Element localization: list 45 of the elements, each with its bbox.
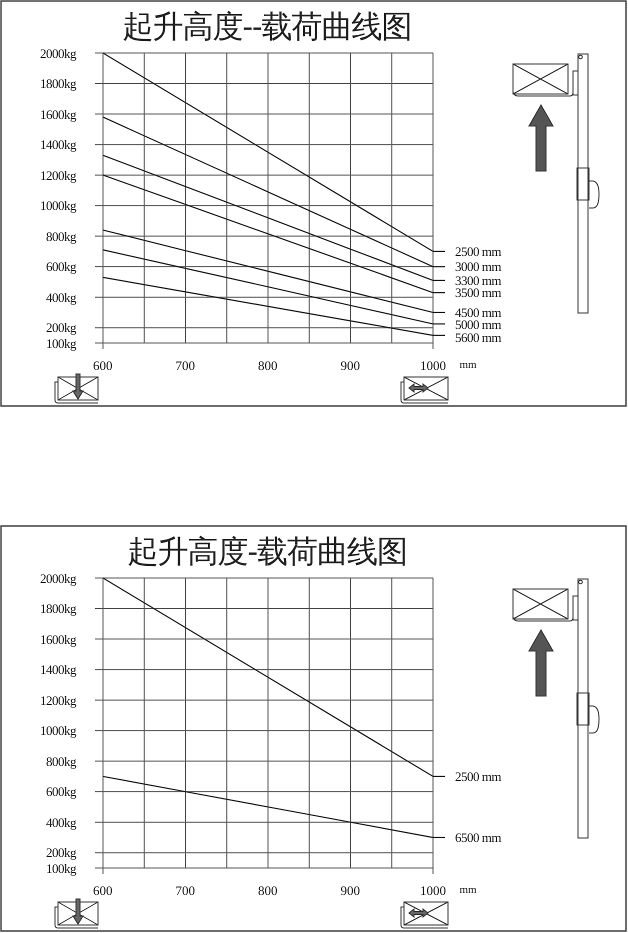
axis-tick-label: 1600kg	[40, 108, 76, 121]
axis-tick-label: 800kg	[46, 754, 76, 768]
axis-tick-label: 2000kg	[40, 46, 76, 60]
axis-tick-label: 1000kg	[40, 199, 76, 212]
axis-tick-label: 1800kg	[40, 77, 76, 90]
axis-tick-label: 100kg	[46, 862, 76, 874]
axis-tick-label: 700	[176, 358, 195, 372]
axis-tick-label: 600kg	[46, 260, 76, 274]
axis-tick-label: 1400kg	[40, 138, 76, 152]
series-label: 6500 mm	[455, 830, 501, 844]
series-label: 2500 mm	[455, 244, 501, 258]
axis-tick-label: 800kg	[46, 230, 76, 243]
chart-title: 起升高度-载荷曲线图	[128, 536, 407, 568]
series-label: 2500 mm	[455, 770, 501, 783]
axis-tick-label: 800	[258, 358, 278, 372]
axis-tick-label: 200kg	[46, 321, 76, 334]
axis-tick-label: 2000kg	[40, 572, 76, 584]
axis-tick-label: 1000kg	[40, 724, 76, 738]
axis-tick-label: 1800kg	[40, 602, 76, 616]
axis-tick-label: 900	[340, 884, 360, 896]
axis-tick-label: 900	[340, 358, 360, 372]
axis-unit-label: mm	[460, 360, 477, 370]
axis-tick-label: 700	[176, 884, 195, 896]
axis-tick-label: 1600kg	[40, 632, 76, 646]
axis-tick-label: 1000	[420, 884, 446, 896]
series-label: 3300 mm	[455, 274, 501, 287]
axis-tick-label: 600kg	[46, 785, 76, 798]
axis-unit-label: mm	[460, 884, 477, 896]
axis-tick-label: 1200kg	[40, 168, 76, 182]
axis-tick-label: 200kg	[46, 846, 76, 860]
axis-tick-label: 600	[93, 358, 112, 372]
axis-tick-label: 800	[258, 884, 278, 896]
series-label: 4500 mm	[455, 306, 501, 319]
axis-tick-label: 1400kg	[40, 663, 76, 676]
axis-tick-label: 400kg	[46, 290, 76, 304]
series-label: 5000 mm	[455, 318, 501, 332]
series-label: 3500 mm	[455, 286, 501, 300]
axis-tick-label: 1200kg	[40, 694, 76, 707]
axis-tick-label: 1000	[420, 358, 446, 372]
chart-title: 起升高度--载荷曲线图	[122, 12, 412, 42]
axis-tick-label: 600	[93, 884, 112, 896]
axis-tick-label: 400kg	[46, 816, 76, 829]
series-label: 3000 mm	[455, 260, 501, 274]
axis-tick-label: 100kg	[46, 336, 76, 350]
series-label: 5600 mm	[455, 330, 501, 344]
